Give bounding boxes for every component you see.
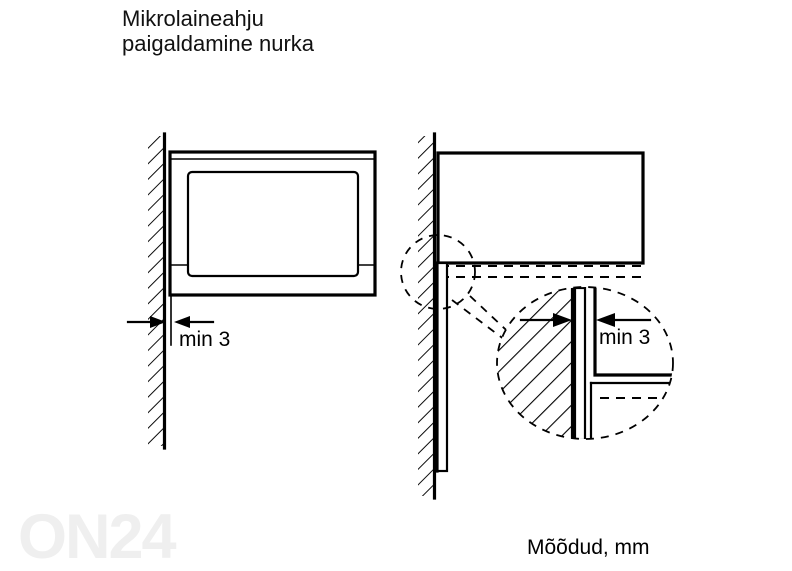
detail-circle-outline — [496, 286, 674, 440]
page-title-line-1: Mikrolaineahju — [122, 6, 264, 31]
hidden-edge-dashed-lines — [440, 265, 644, 278]
detail-callout-circle — [400, 234, 476, 310]
arrow-head-left — [174, 316, 190, 328]
left-wall-hatched — [148, 132, 167, 450]
detail-dimension-min3: min 3 — [519, 313, 652, 349]
right-wall-hatched — [418, 132, 437, 500]
door-panel-vertical — [434, 261, 449, 473]
detail-door-panel — [573, 287, 587, 439]
enlarged-detail-view: min 3 — [496, 286, 674, 440]
detail-dimension-label: min 3 — [599, 326, 650, 349]
page-title-line-2: paigaldamine nurka — [122, 31, 315, 56]
on24-watermark: ON24 — [18, 502, 177, 566]
microwave-top-body — [436, 151, 645, 265]
left-dimension-label: min 3 — [179, 328, 230, 351]
arrow-head-right — [553, 313, 572, 327]
left-dimension-min3: min 3 — [126, 296, 230, 351]
detail-appliance-profile — [593, 287, 673, 377]
right-figure-top-view: min 3 — [400, 132, 674, 500]
arrow-head-left — [596, 313, 615, 327]
left-figure-front-view: min 3 — [126, 132, 377, 450]
microwave-door-window — [186, 170, 360, 278]
units-note: Mõõdud, mm — [527, 536, 650, 559]
detail-wall-hatched — [497, 287, 572, 439]
arrow-head-right — [150, 316, 166, 328]
